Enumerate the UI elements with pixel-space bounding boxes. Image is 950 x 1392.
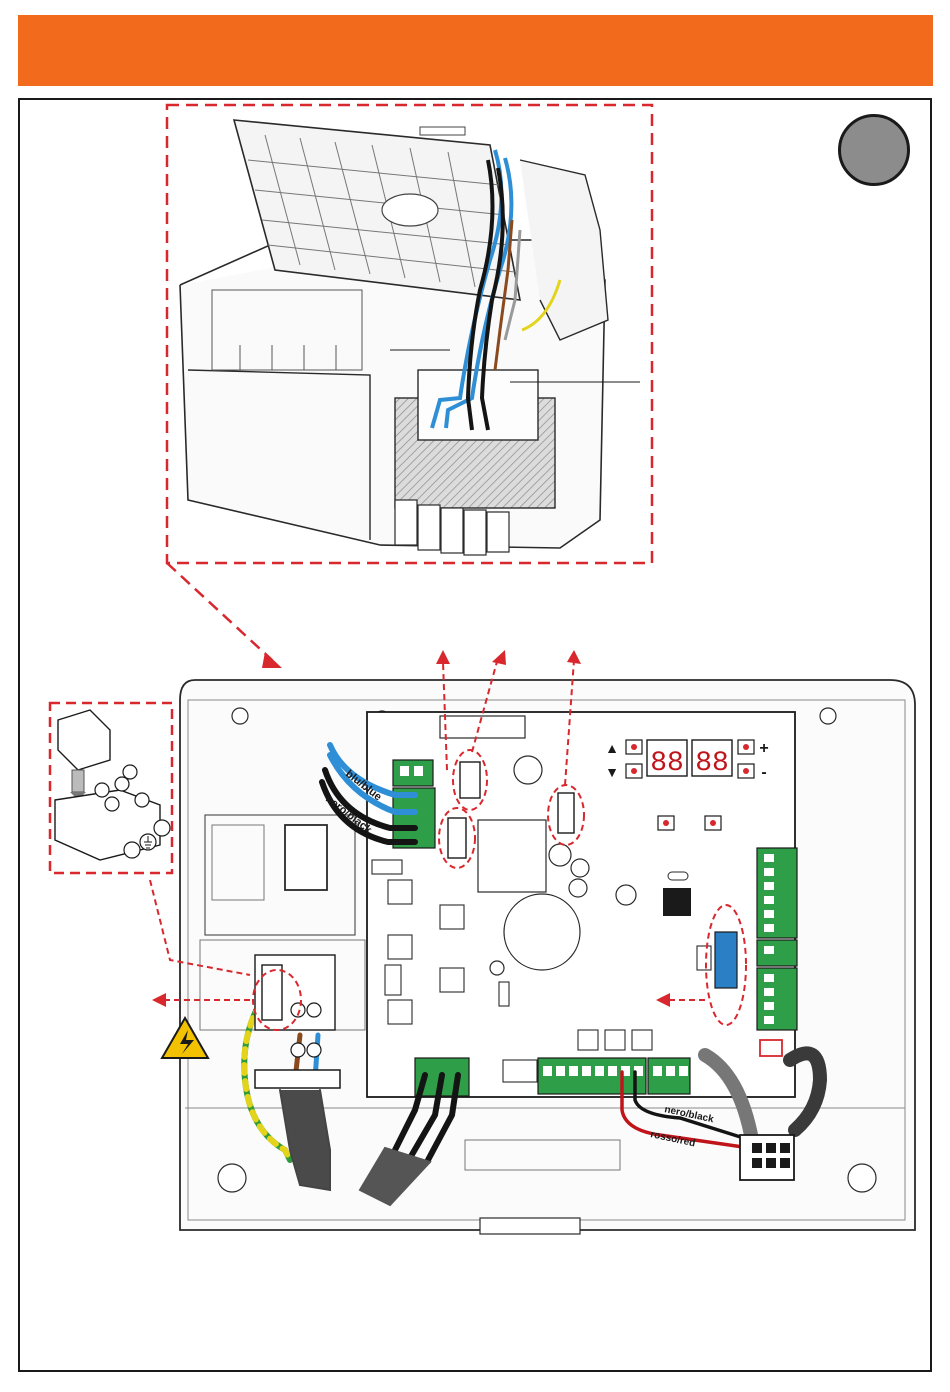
blue-connector [715,932,737,988]
minus-label: - [761,764,766,781]
transformer-detail [167,105,652,668]
plus-label: + [759,740,768,757]
arrow-up-icon: ▲ [605,740,619,756]
display-left-digits: 88 [650,748,684,779]
callout-arrow [167,563,272,660]
terminal-block-detail [50,703,172,873]
power-terminal-block [393,760,435,848]
cable-clamp [255,1070,340,1088]
display-right-digits: 88 [695,748,729,779]
pcb: 88 88 ▲ ▼ + - [367,712,797,1097]
arrow-down-icon: ▼ [605,764,619,780]
callout-arrowhead [262,652,282,668]
bottom-terminal-strip [538,1058,690,1094]
six-pin-connector [740,1135,794,1180]
